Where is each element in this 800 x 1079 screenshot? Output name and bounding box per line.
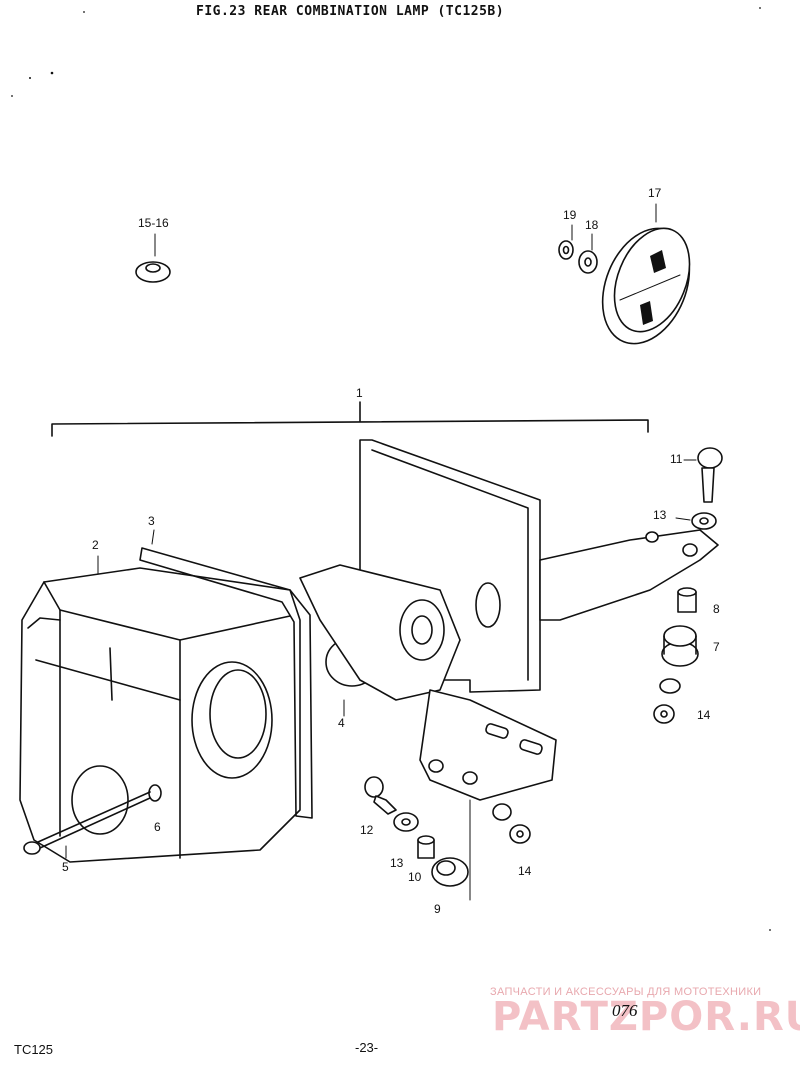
part-8-collar xyxy=(677,587,697,613)
part-14-nut-lower xyxy=(492,803,531,844)
part-19-nut xyxy=(558,224,574,260)
callout-12: 12 xyxy=(360,823,374,837)
handwritten-number: 076 xyxy=(612,1001,638,1020)
scan-specks xyxy=(11,7,771,931)
callout-11: 11 xyxy=(670,452,683,466)
part-15-16-grommet xyxy=(135,233,171,283)
callout-2: 2 xyxy=(92,538,99,552)
callout-19: 19 xyxy=(563,208,577,222)
callout-14-right: 14 xyxy=(697,708,711,722)
figure-title: FIG.23 REAR COMBINATION LAMP (TC125B) xyxy=(196,4,505,19)
part-11-bolt xyxy=(683,447,723,503)
part-10-collar xyxy=(417,835,435,859)
page-number: -23- xyxy=(355,1040,379,1055)
callout-17: 17 xyxy=(648,186,662,200)
part-2-lamp-housing xyxy=(19,555,301,863)
watermark-site: PARTZPOR.RU xyxy=(492,994,800,1040)
watermark-tagline: ЗАПЧАСТИ И АКСЕССУАРЫ ДЛЯ МОТОТЕХНИКИ xyxy=(490,986,762,998)
callout-18: 18 xyxy=(585,218,599,232)
part-13-washer-lower xyxy=(393,812,419,832)
part-18-washer xyxy=(578,233,598,274)
callout-3: 3 xyxy=(148,514,155,528)
callout-1: 1 xyxy=(356,386,363,400)
assembly-bracket xyxy=(51,401,649,437)
model-label: TC125 xyxy=(14,1042,54,1057)
callout-13-lower: 13 xyxy=(390,856,404,870)
part-17-lens-cap xyxy=(601,203,691,345)
callout-14-lower: 14 xyxy=(518,864,532,878)
part-14-nut-right xyxy=(653,678,681,724)
callout-15-16: 15-16 xyxy=(138,216,169,230)
callout-8: 8 xyxy=(713,602,720,616)
part-3-gasket xyxy=(139,529,313,819)
callout-4: 4 xyxy=(338,716,345,730)
callout-6: 6 xyxy=(154,820,161,834)
lamp-bracket-body xyxy=(299,439,719,901)
callout-7: 7 xyxy=(713,640,720,654)
part-13-washer-upper xyxy=(675,512,717,530)
part-12-bolt xyxy=(364,776,397,815)
callout-5: 5 xyxy=(62,860,69,874)
callout-10: 10 xyxy=(408,870,422,884)
callout-9: 9 xyxy=(434,902,441,916)
callout-13-upper: 13 xyxy=(653,508,667,522)
part-9-grommet xyxy=(431,857,469,887)
part-7-grommet xyxy=(661,625,699,667)
part-5-screw xyxy=(23,791,151,859)
